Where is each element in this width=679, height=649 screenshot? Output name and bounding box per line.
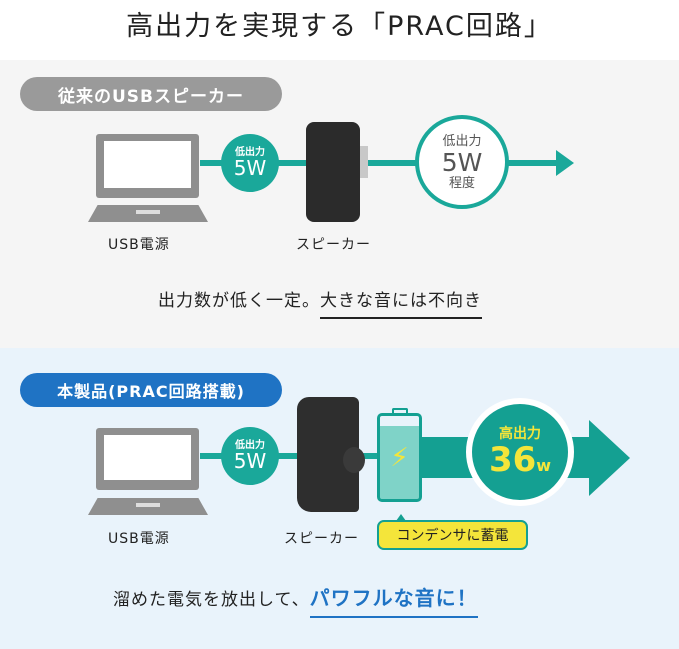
sentence-plain: 出力数が低く一定。 xyxy=(158,291,320,311)
input-power-value: 5W xyxy=(233,156,267,180)
power-flow-line xyxy=(200,160,560,166)
arrow-head-icon xyxy=(589,420,630,496)
product-badge: 本製品(PRAC回路搭載) xyxy=(20,373,282,407)
laptop-base-icon xyxy=(88,205,208,222)
laptop-icon xyxy=(96,134,199,198)
input-power-label: 低出力 xyxy=(235,440,265,451)
callout-pointer xyxy=(396,514,406,521)
speaker-icon xyxy=(297,397,365,512)
product-sentence: 溜めた電気を放出して、パワフルな音に！ xyxy=(113,582,478,618)
output-power-badge: 低出力 5W 程度 xyxy=(415,115,509,209)
battery-bolt-icon: ⚡ xyxy=(377,413,422,502)
source-label: USB電源 xyxy=(108,237,170,253)
conventional-badge: 従来のUSBスピーカー xyxy=(20,77,282,111)
output-power-suffix: 程度 xyxy=(448,175,475,191)
sentence-plain: 溜めた電気を放出して、 xyxy=(113,590,310,610)
page-title: 高出力を実現する「PRAC回路」 xyxy=(126,11,553,42)
input-power-badge: 低出力 5W xyxy=(221,134,279,192)
capacitor-callout: コンデンサに蓄電 xyxy=(377,520,528,550)
output-power-value: 5W xyxy=(441,147,483,177)
output-power-value: 36 xyxy=(488,440,537,480)
speaker-label: スピーカー xyxy=(284,531,359,547)
output-power-label: 高出力 xyxy=(499,426,541,442)
source-label: USB電源 xyxy=(108,531,170,547)
input-power-badge: 低出力 5W xyxy=(221,427,279,485)
speaker-label: スピーカー xyxy=(296,237,371,253)
speaker-port xyxy=(360,146,368,178)
arrow-head-icon xyxy=(556,150,574,176)
output-power-label: 低出力 xyxy=(442,133,482,149)
laptop-base-icon xyxy=(88,498,208,515)
output-power-unit: w xyxy=(536,456,552,475)
sentence-emphasis: 大きな音には不向き xyxy=(320,286,482,319)
speaker-icon xyxy=(306,122,360,222)
laptop-icon xyxy=(96,428,199,490)
output-power-badge: 高出力 36w xyxy=(466,398,574,506)
input-power-label: 低出力 xyxy=(235,147,265,158)
conventional-sentence: 出力数が低く一定。大きな音には不向き xyxy=(158,286,482,319)
power-flow-line xyxy=(200,453,390,459)
battery-terminal xyxy=(392,408,408,414)
input-power-value: 5W xyxy=(233,449,267,473)
sentence-emphasis: パワフルな音に！ xyxy=(309,582,478,618)
